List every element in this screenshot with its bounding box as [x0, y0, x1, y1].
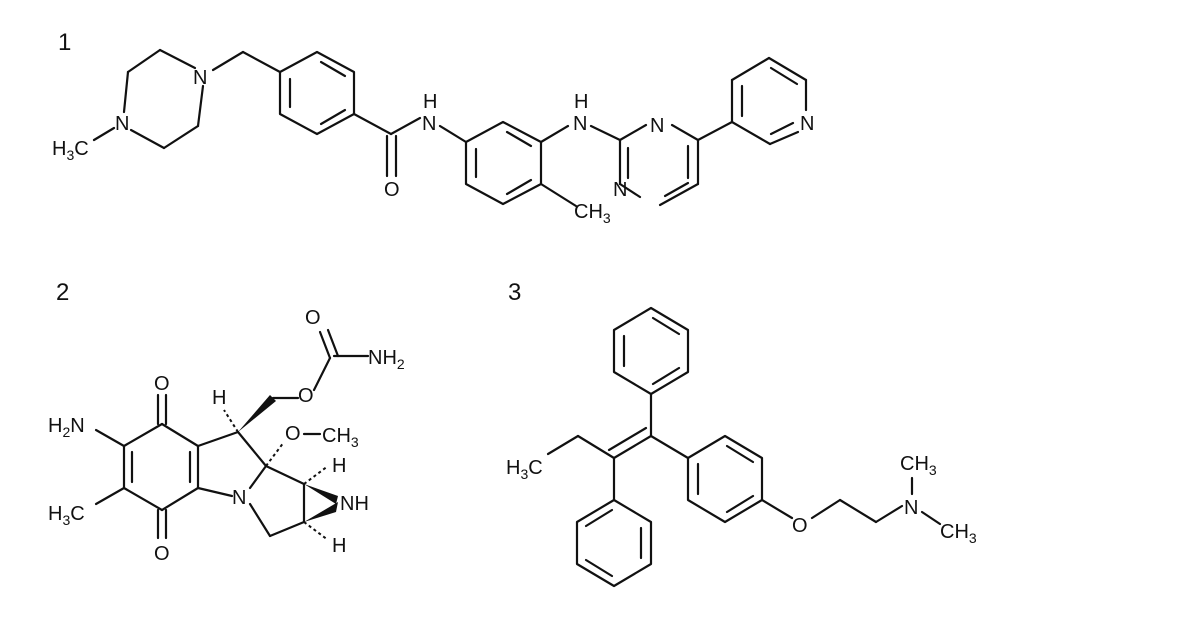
pyrrolidine-ring — [196, 430, 268, 498]
pyrimidine-n2: N — [613, 179, 627, 201]
quinone-ring — [122, 422, 200, 512]
aziridine-h1: H — [332, 455, 346, 477]
phenyl-top — [612, 306, 690, 396]
structure-3-number: 3 — [508, 279, 521, 306]
pyridine-n: N — [800, 113, 814, 135]
pyrimidine-n1: N — [650, 115, 664, 137]
n-methyl-top: CH3 — [900, 453, 937, 478]
methyl-label-2: H3C — [48, 503, 85, 528]
methyl-label: H3C — [52, 138, 89, 163]
phenyl-bottom — [575, 498, 653, 588]
aryl-methyl: CH3 — [574, 201, 611, 226]
amine-nitrogen: N — [904, 497, 918, 519]
link-nh-n: N — [573, 113, 587, 135]
structure-1-number: 1 — [58, 29, 71, 56]
amide-nh-n: N — [422, 113, 436, 135]
aziridine-ring — [248, 464, 338, 538]
amino-label: H2N — [48, 415, 85, 440]
quinone-o-bottom: O — [154, 543, 170, 565]
pyrimidine-ring — [618, 123, 700, 207]
quinone-o-top: O — [154, 373, 170, 395]
n-methyl-bottom: CH3 — [940, 521, 977, 546]
piperazine-n-bottom: N — [115, 113, 129, 135]
amide-oxygen: O — [384, 179, 400, 201]
phenyl-para — [686, 434, 764, 524]
methoxy-o: O — [285, 423, 301, 445]
methoxy-ch3: CH3 — [322, 425, 359, 450]
piperazine-n-top: N — [193, 67, 207, 89]
ring-nitrogen: N — [232, 487, 246, 509]
stereo-h: H — [212, 387, 226, 409]
link-nh-h: H — [574, 91, 588, 113]
carbamate-oxygen: O — [298, 385, 314, 407]
benzene-ring-a — [278, 50, 356, 136]
amide-nh-h: H — [423, 91, 437, 113]
structure-2: 2 O O H2N H3C N — [48, 279, 405, 565]
aziridine-h2: H — [332, 535, 346, 557]
wedge-bond — [238, 395, 276, 432]
piperazine-ring — [122, 48, 205, 150]
carbamate-nh2: NH2 — [368, 347, 405, 372]
aziridine-nh: NH — [340, 493, 369, 515]
structure-2-number: 2 — [56, 279, 69, 306]
structure-1: 1 N N H3C O H N — [52, 29, 814, 226]
carbamate-carbonyl-o: O — [305, 307, 321, 329]
benzene-ring-b — [464, 120, 543, 206]
ethyl-methyl-label: H3C — [506, 457, 543, 482]
ether-oxygen: O — [792, 515, 808, 537]
pyridine-ring — [730, 56, 808, 146]
structure-3: 3 H3C — [506, 279, 977, 588]
